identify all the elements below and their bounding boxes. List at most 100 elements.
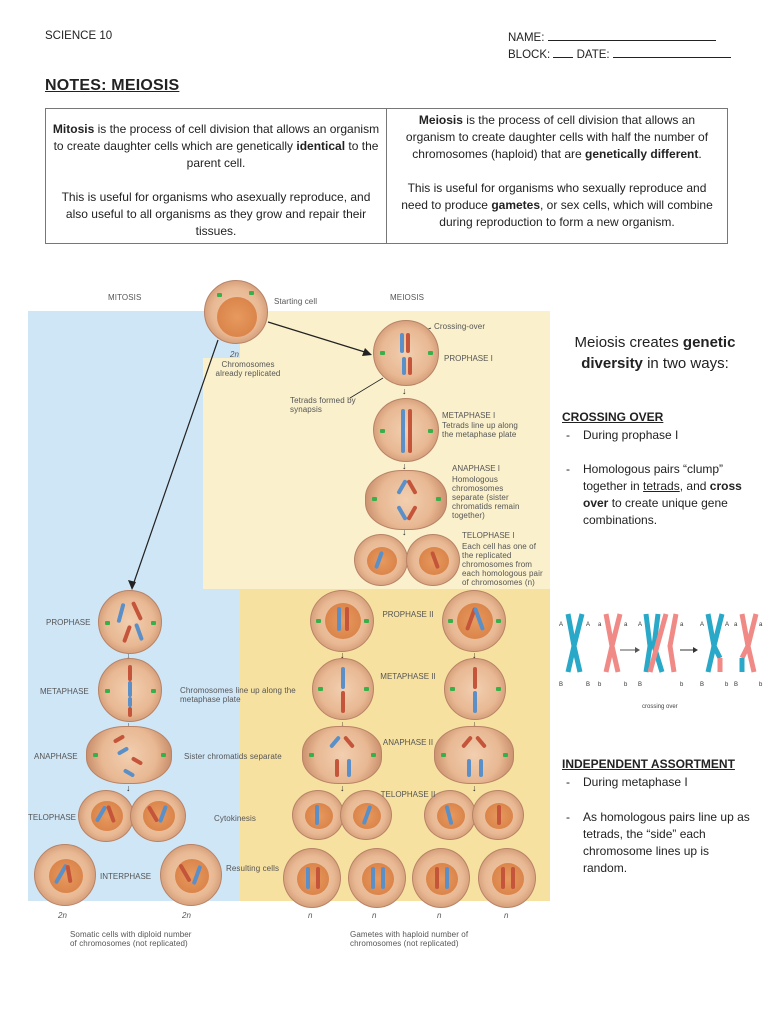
date-label: DATE: — [576, 49, 610, 61]
interphase-cell-right — [160, 844, 222, 906]
centrosome-icon — [372, 497, 377, 501]
prophase2-cell-left — [310, 590, 374, 652]
starting-cell — [204, 280, 268, 344]
chromatid-red — [667, 613, 679, 673]
mitosis-metaphase-label: METAPHASE — [40, 687, 89, 696]
block-line[interactable] — [553, 47, 574, 58]
mitosis-anaphase-desc: Sister chromatids separate — [184, 752, 282, 761]
mitosis-definition: Mitosis is the process of cell division … — [52, 121, 380, 172]
arrow-to-mitosis — [131, 339, 219, 589]
chromosome — [400, 333, 404, 353]
metaphase1-label: METAPHASE I — [442, 411, 496, 420]
allele-label: a — [598, 622, 602, 628]
gamete-n-label: n — [437, 911, 442, 920]
centrosome-icon — [441, 753, 446, 757]
comparison-table: Mitosis is the process of cell division … — [45, 108, 728, 244]
chromosome — [408, 357, 412, 375]
chromosome — [445, 867, 449, 889]
meiosis-usage: This is useful for organisms who sexuall… — [393, 180, 721, 231]
chromosome — [342, 735, 356, 749]
metaphase2-cell-right — [444, 658, 506, 720]
somatic-caption: Somatic cells with diploid number of chr… — [70, 930, 192, 948]
anaphase2-cell-left — [302, 726, 382, 784]
chromosome — [479, 759, 483, 777]
anaphase1-cell — [365, 470, 447, 530]
name-field[interactable]: NAME: — [508, 30, 716, 44]
anaphase1-desc: Homologous chromosomes separate (sister … — [452, 475, 520, 520]
down-arrow: ↓ — [402, 386, 407, 396]
chromosome — [345, 607, 349, 631]
genetic-diversity-term: genetic diversity — [581, 334, 736, 372]
allele-label: b — [598, 682, 602, 688]
allele-label: b — [725, 682, 729, 688]
allele-label: A — [586, 622, 590, 628]
genetically-different-term: genetically different — [585, 147, 699, 161]
centrosome-icon — [161, 753, 166, 757]
centrosome-icon — [380, 351, 385, 355]
interphase-label: INTERPHASE — [100, 872, 152, 881]
down-arrow: ↓ — [126, 651, 131, 661]
tetrads-note: Tetrads formed by synapsis — [290, 396, 356, 414]
allele-label: a — [624, 622, 628, 628]
chromosome — [122, 624, 132, 644]
bullet-dash: - — [566, 462, 570, 476]
chromosome — [335, 759, 339, 777]
mitosis-text: is the process of cell division that all… — [53, 122, 380, 153]
meiosis-text: is the process of cell division that all… — [405, 113, 709, 161]
metaphase2-cell-left — [312, 658, 374, 720]
bullet-text-part: Homologous pairs “clump” together in — [583, 462, 724, 493]
mitosis-telophase-label: TELOPHASE — [28, 813, 77, 822]
mitosis-title: MITOSIS — [108, 293, 142, 302]
prophase2-label: PROPHASE II — [382, 610, 434, 619]
metaphase2-label: METAPHASE II — [380, 672, 436, 681]
chromosome — [402, 357, 406, 375]
down-arrow: ↓ — [340, 719, 345, 729]
prophase1-label: PROPHASE I — [444, 354, 493, 363]
centrosome-icon — [436, 497, 441, 501]
nucleus — [492, 863, 524, 895]
chromosome — [474, 735, 488, 749]
mitosis-metaphase-cell — [98, 658, 162, 722]
page-title: NOTES: MEIOSIS — [45, 77, 180, 94]
name-line[interactable] — [547, 30, 716, 41]
chromosome — [341, 691, 345, 713]
centrosome-icon — [93, 753, 98, 757]
metaphase1-cell — [373, 398, 439, 462]
mitosis-prophase-cell — [98, 590, 162, 654]
somatic-2n-label: 2n — [58, 911, 68, 920]
cytokinesis-label: Cytokinesis — [214, 814, 257, 823]
allele-label: A — [700, 622, 704, 628]
allele-label: b — [680, 682, 684, 688]
chromosome — [122, 768, 136, 778]
chromosome — [381, 867, 385, 889]
centrosome-icon — [318, 687, 323, 691]
chromosome — [460, 735, 474, 749]
centrosome-icon — [217, 293, 222, 297]
telophase2-cell-right-b — [472, 790, 524, 840]
allele-label: B — [586, 682, 590, 688]
down-arrow: ↓ — [472, 783, 477, 793]
block-date-field: BLOCK: DATE: — [508, 47, 731, 61]
centrosome-icon — [380, 429, 385, 433]
arrow-icon — [620, 647, 640, 653]
mitosis-telophase-cell-left — [78, 790, 134, 842]
date-line[interactable] — [612, 47, 731, 58]
telophase2-cell-left-b — [340, 790, 392, 840]
telophase2-cell-left-a — [292, 790, 344, 840]
meiosis-usage-text: This is useful for organisms who sexuall… — [401, 181, 707, 212]
chromatid-red — [745, 613, 759, 673]
centrosome-icon — [151, 689, 156, 693]
allele-label: b — [759, 682, 763, 688]
chromosome — [501, 867, 505, 889]
gametes-term: gametes — [491, 198, 541, 212]
down-arrow: ↓ — [126, 720, 131, 730]
chromatid-red — [609, 613, 623, 673]
metaphase1-desc: Tetrads line up along the metaphase plat… — [442, 421, 518, 439]
bullet-text-part: , and — [679, 479, 710, 493]
gamete-cell-3 — [412, 848, 470, 908]
arrow-to-meiosis — [267, 321, 369, 354]
chromatid-blue — [651, 613, 665, 673]
chromosome — [130, 601, 144, 621]
independent-assortment-heading: INDEPENDENT ASSORTMENT — [562, 757, 735, 771]
nucleus — [297, 863, 329, 895]
